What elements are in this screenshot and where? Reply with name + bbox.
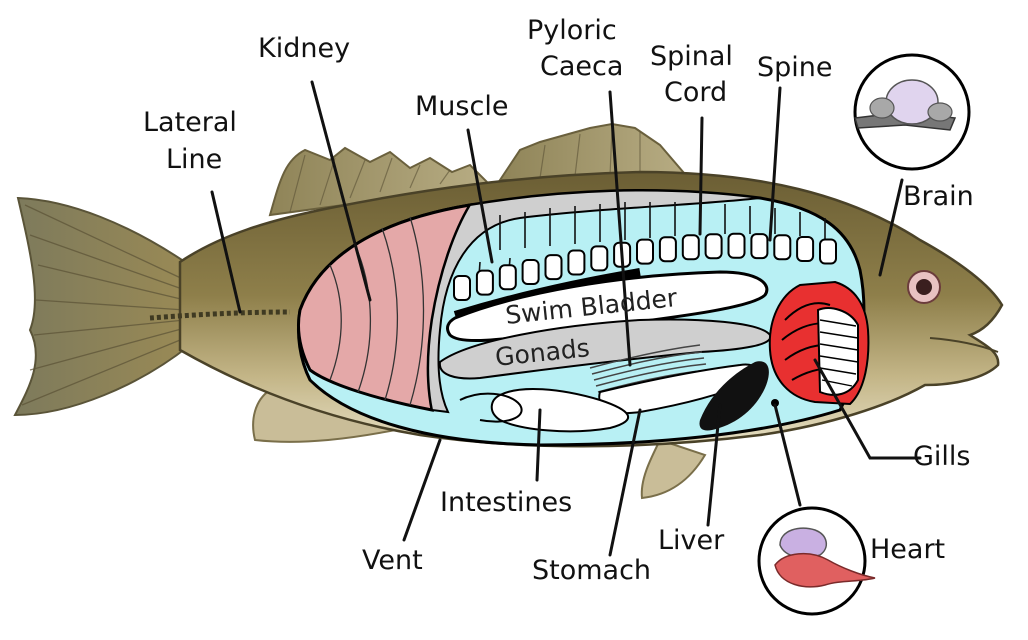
label-spinal-cord-line2: Cord bbox=[664, 77, 728, 108]
label-intestines: Intestines bbox=[440, 487, 573, 518]
leader-spine bbox=[768, 86, 782, 242]
vertebra bbox=[681, 234, 700, 261]
leader-pyloric-caeca bbox=[608, 90, 632, 367]
liver bbox=[699, 361, 769, 431]
muscle-band bbox=[427, 189, 761, 414]
brain-icon bbox=[854, 79, 957, 131]
label-brain: Brain bbox=[903, 181, 974, 212]
label-muscle: Muscle bbox=[415, 91, 509, 122]
swim-bladder bbox=[446, 270, 769, 343]
leader-lateral-line bbox=[210, 190, 242, 314]
leader-intestines bbox=[535, 408, 542, 482]
intestines bbox=[490, 388, 630, 433]
leader-vent bbox=[402, 438, 442, 542]
vertebra bbox=[590, 245, 609, 272]
tail-fin-rays bbox=[21, 204, 186, 406]
label-heart: Heart bbox=[870, 534, 946, 565]
vertebra bbox=[727, 232, 746, 259]
vertebra bbox=[796, 236, 815, 262]
leader-stomach bbox=[608, 408, 642, 557]
vertebra bbox=[658, 236, 677, 263]
vertebra bbox=[636, 238, 654, 265]
leader-lines bbox=[210, 80, 922, 557]
dorsal-fin-rays bbox=[289, 127, 641, 213]
label-liver: Liver bbox=[658, 525, 725, 556]
label-pyloric-caeca-line1: Pyloric bbox=[527, 15, 617, 46]
label-spinal-cord-line1: Spinal bbox=[650, 41, 733, 72]
dorsal-fin-spiny bbox=[268, 146, 493, 217]
heart-dot bbox=[771, 399, 779, 407]
vertebra bbox=[544, 254, 563, 281]
leader-heart bbox=[773, 403, 802, 507]
vertebra bbox=[453, 275, 471, 301]
label-spine: Spine bbox=[757, 52, 833, 83]
vertebra bbox=[567, 249, 586, 276]
leader-brain bbox=[878, 178, 904, 277]
tail-fin bbox=[13, 196, 192, 417]
label-pyloric-caeca-line2: Caeca bbox=[540, 51, 624, 82]
label-vent: Vent bbox=[362, 545, 423, 576]
leader-kidney bbox=[310, 80, 372, 302]
vertebra bbox=[704, 233, 723, 260]
heart-icon bbox=[774, 527, 876, 588]
label-lateral-line-line1: Lateral bbox=[143, 107, 237, 138]
gonads bbox=[438, 318, 772, 380]
vertebra bbox=[750, 233, 769, 260]
vertebra bbox=[773, 234, 792, 261]
spine-vertebrae bbox=[453, 232, 837, 301]
label-lateral-line-line2: Line bbox=[166, 144, 223, 175]
vertebra bbox=[475, 269, 494, 296]
vertebra bbox=[498, 264, 517, 291]
label-gills: Gills bbox=[913, 441, 971, 472]
leader-gills bbox=[813, 358, 922, 460]
leader-spinal-cord bbox=[698, 116, 704, 236]
mouth bbox=[929, 337, 999, 353]
label-stomach: Stomach bbox=[532, 555, 652, 586]
eye-pupil bbox=[916, 279, 932, 295]
vertebra bbox=[521, 259, 540, 285]
leader-liver bbox=[706, 403, 722, 527]
dorsal-fin-soft bbox=[498, 122, 693, 181]
lateral-line-stripe bbox=[149, 309, 291, 321]
leader-muscle bbox=[466, 128, 494, 264]
anal-fin bbox=[640, 438, 707, 500]
intestine-loop bbox=[459, 392, 523, 423]
vertebra bbox=[819, 238, 837, 265]
label-kidney: Kidney bbox=[258, 33, 351, 64]
